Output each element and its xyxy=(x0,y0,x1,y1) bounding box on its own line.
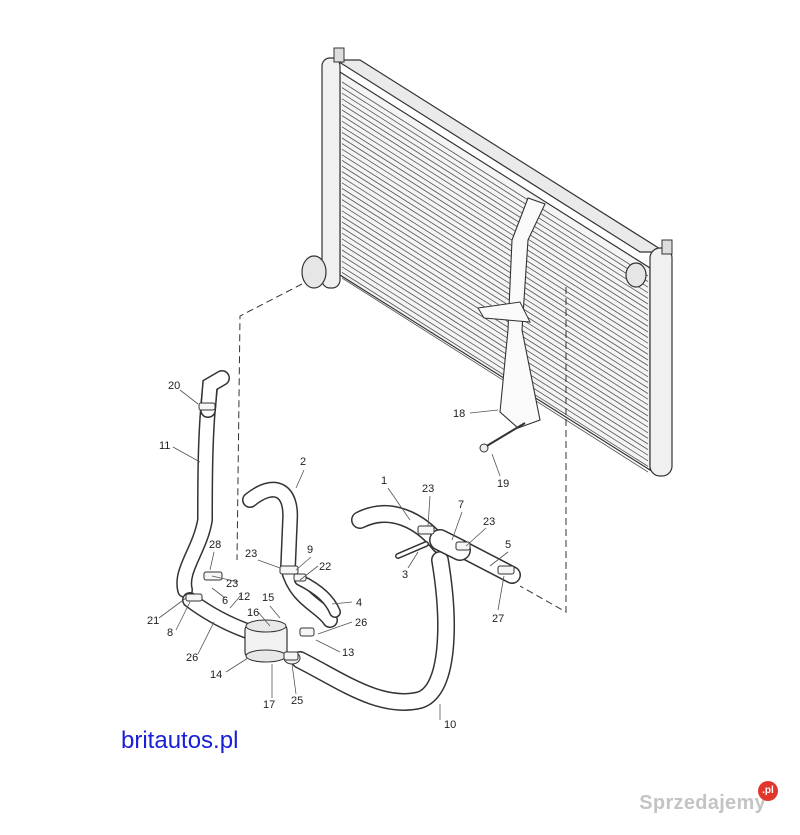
callout-2: 2 xyxy=(300,456,306,468)
leader-lines xyxy=(158,389,509,720)
callout-12: 12 xyxy=(238,591,250,603)
callout-5: 5 xyxy=(505,539,511,551)
callout-1: 1 xyxy=(381,475,387,487)
callouts: 1 2 3 4 5 6 7 8 9 10 11 12 13 14 15 16 1… xyxy=(147,380,511,731)
callout-23c: 23 xyxy=(422,483,434,495)
callout-18: 18 xyxy=(453,408,465,420)
site-link[interactable]: britautos.pl xyxy=(121,727,239,754)
sprzedajemy-watermark: Sprzedajemy xyxy=(639,792,766,814)
callout-22: 22 xyxy=(319,561,331,573)
callout-6: 6 xyxy=(222,595,228,607)
callout-19: 19 xyxy=(497,478,509,490)
callout-3: 3 xyxy=(402,569,408,581)
callout-16: 16 xyxy=(247,607,259,619)
callout-20: 20 xyxy=(168,380,180,392)
callout-25: 25 xyxy=(291,695,303,707)
callout-27: 27 xyxy=(492,613,504,625)
callout-4: 4 xyxy=(356,597,362,609)
callout-26a: 26 xyxy=(186,652,198,664)
callout-7: 7 xyxy=(458,499,464,511)
radiator xyxy=(301,47,673,477)
clamps xyxy=(185,402,515,661)
callout-21: 21 xyxy=(147,615,159,627)
callout-13: 13 xyxy=(342,647,354,659)
callout-10: 10 xyxy=(444,719,456,731)
callout-11: 11 xyxy=(159,440,170,452)
callout-26b: 26 xyxy=(355,617,367,629)
callout-14: 14 xyxy=(210,669,222,681)
dashed-guides xyxy=(236,283,567,613)
callout-8: 8 xyxy=(167,627,173,639)
callout-28: 28 xyxy=(209,539,221,551)
callout-23d: 23 xyxy=(483,516,495,528)
callout-23b: 23 xyxy=(226,578,238,590)
callout-9: 9 xyxy=(307,544,313,556)
callout-17: 17 xyxy=(263,699,275,711)
pl-badge-icon: .pl xyxy=(758,781,778,801)
callout-15: 15 xyxy=(262,592,274,604)
callout-23a: 23 xyxy=(245,548,257,560)
